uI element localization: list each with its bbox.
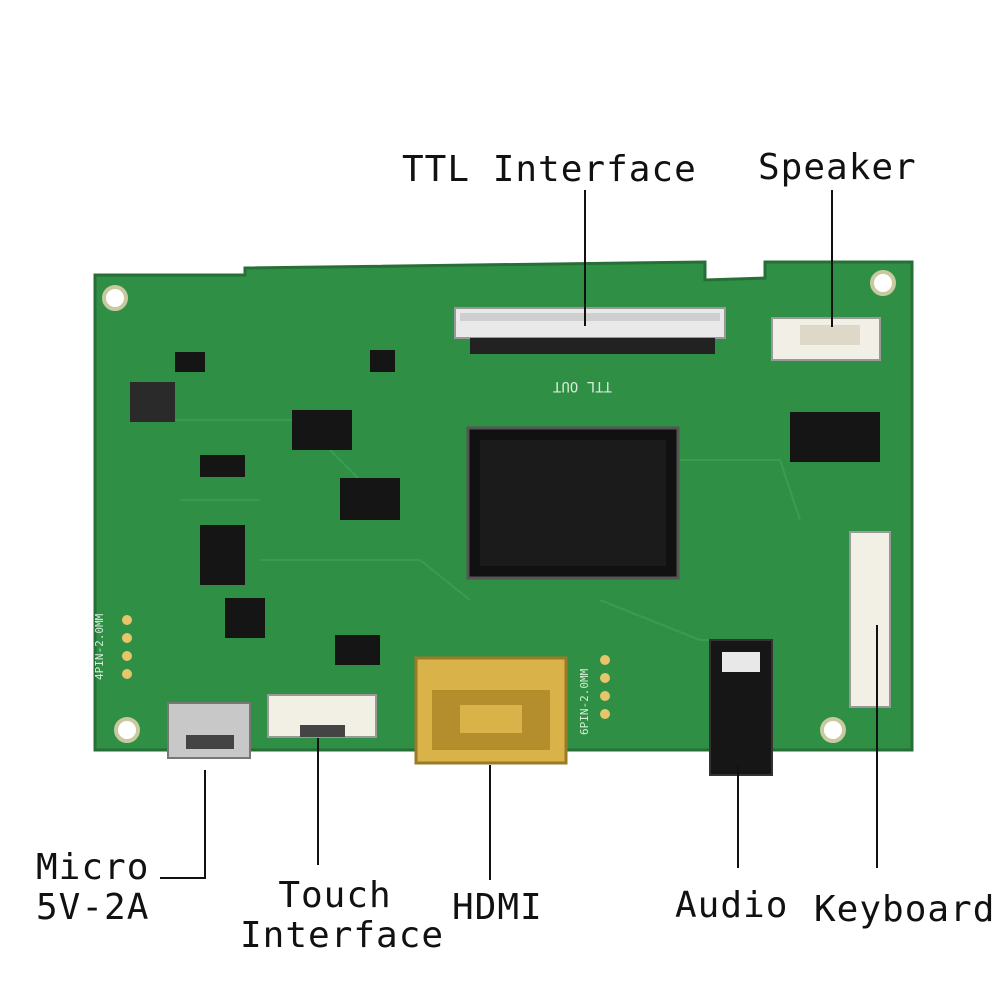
keyboard-label: Keyboard [814,889,996,930]
audio-label: Audio [675,885,789,926]
jumper-headers [122,615,610,719]
audio-jack [709,639,773,776]
micro-label-line2: 5V-2A [36,887,150,928]
micro-usb-port [167,702,251,759]
micro-label-line1: Micro [36,847,150,888]
touch-label-line1: Touch [278,875,392,916]
touch-label-line2: Interface [240,915,445,956]
keyboard-connector [849,531,891,708]
ttl-fpc-connector [454,307,726,354]
mounting-holes [102,270,896,743]
hdmi-port [414,656,568,765]
speaker-connector [771,317,881,361]
main-chip [466,426,680,580]
micro-usb-label: Micro 5V-2A [36,848,149,928]
touch-interface-label: Touch Interface [240,875,445,956]
touch-connector [267,694,377,738]
speaker-label: Speaker [758,147,917,188]
hdmi-label: HDMI [452,887,543,928]
ttl-interface-label: TTL Interface [402,149,697,190]
